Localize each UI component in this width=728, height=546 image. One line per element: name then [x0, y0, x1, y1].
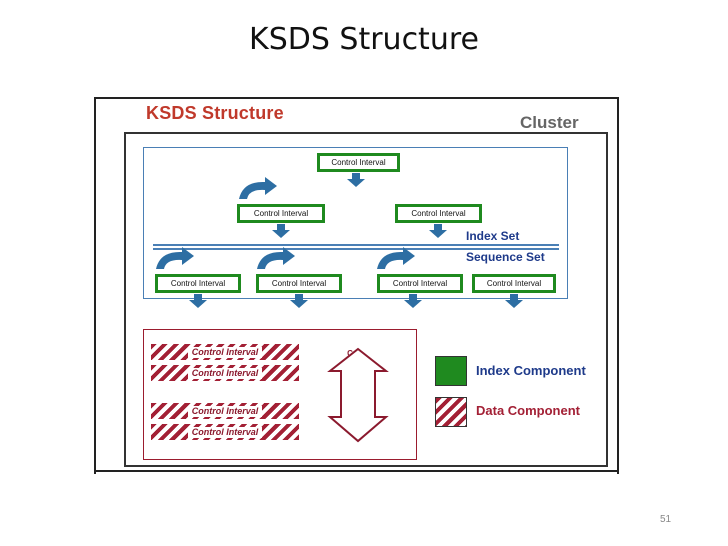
index-set-divider: [153, 244, 559, 246]
index-set-control-interval: Control Interval: [395, 204, 482, 223]
control-interval-label: Control Interval: [392, 279, 448, 288]
index-component-label: Index Component: [476, 363, 586, 378]
control-interval-label: Control Interval: [187, 346, 263, 358]
control-area-letter: E: [364, 387, 370, 396]
control-interval-label: Control Interval: [187, 367, 263, 379]
figure-bottom-border: [94, 470, 617, 472]
index-component-swatch: [435, 356, 467, 386]
data-control-interval: Control Interval: [151, 365, 299, 381]
sequence-set-control-interval: Control Interval: [377, 274, 463, 293]
index-set-control-interval: Control Interval: [237, 204, 325, 223]
control-area-letter: O: [346, 409, 354, 418]
slide-title: KSDS Structure: [249, 22, 479, 57]
data-component-swatch: [435, 397, 467, 427]
control-interval-label: Control Interval: [331, 158, 386, 167]
control-interval-label: Control Interval: [253, 209, 309, 218]
control-area-letter: R: [364, 375, 370, 384]
sequence-set-control-interval: Control Interval: [472, 274, 556, 293]
control-interval-label: Control Interval: [486, 279, 542, 288]
data-control-interval: Control Interval: [151, 424, 299, 440]
index-component-area: [143, 147, 568, 299]
index-root-control-interval: Control Interval: [317, 153, 400, 172]
sequence-set-divider: [153, 248, 559, 250]
control-area-letter: N: [347, 373, 353, 382]
data-control-interval: Control Interval: [151, 344, 299, 360]
control-interval-label: Control Interval: [187, 426, 263, 438]
diagram-title: KSDS Structure: [146, 103, 284, 123]
ksds-diagram: KSDS Structure Cluster Control Interval …: [94, 97, 619, 474]
data-control-interval: Control Interval: [151, 403, 299, 419]
control-area-letter: A: [364, 363, 370, 372]
control-interval-label: Control Interval: [170, 279, 226, 288]
control-area-letter: C: [347, 349, 353, 358]
sequence-set-control-interval: Control Interval: [256, 274, 342, 293]
cluster-label: Cluster: [520, 113, 579, 132]
control-interval-label: Control Interval: [411, 209, 466, 218]
sequence-set-control-interval: Control Interval: [155, 274, 241, 293]
control-area-letter: R: [347, 397, 353, 406]
data-component-label: Data Component: [476, 403, 580, 418]
page-number: 51: [660, 514, 672, 525]
cluster-box: [124, 132, 608, 467]
control-area-letter: T: [347, 385, 353, 394]
control-area-letter: A: [364, 399, 370, 408]
data-component-area: [143, 329, 417, 460]
control-area-letter: L: [347, 421, 353, 430]
sequence-set-label: Sequence Set: [466, 250, 545, 264]
index-set-label: Index Set: [466, 229, 520, 243]
control-interval-label: Control Interval: [271, 279, 327, 288]
control-interval-label: Control Interval: [187, 405, 263, 417]
control-area-letter: O: [346, 361, 354, 370]
